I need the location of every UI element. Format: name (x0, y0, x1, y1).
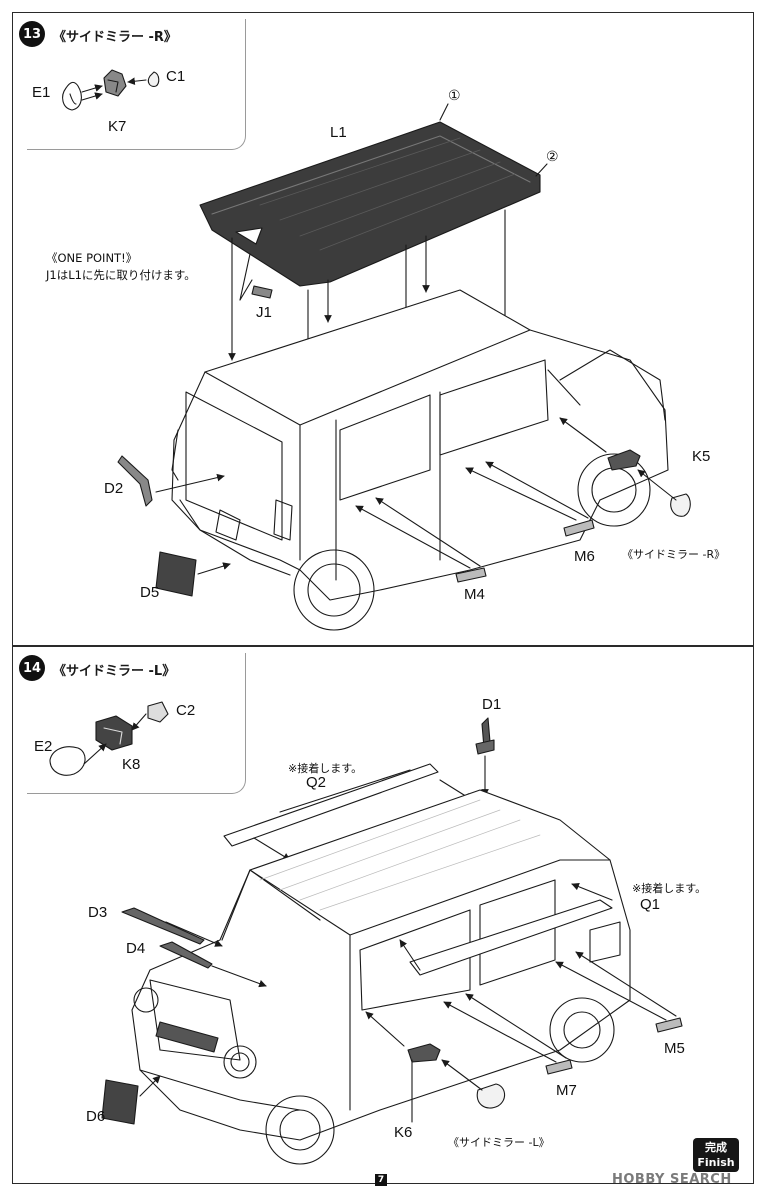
part-k5 (607, 449, 641, 471)
part-d6-plate (101, 1079, 139, 1125)
part-m6 (563, 519, 595, 537)
label-l1: L1 (330, 124, 347, 141)
part-q2-roof-rail (223, 763, 439, 847)
page-number: 7 (375, 1174, 387, 1186)
label-c2: C2 (176, 702, 196, 719)
label-c1: C1 (166, 68, 186, 85)
label-k8: K8 (122, 756, 141, 773)
watermark: HOBBY SEARCH (612, 1172, 732, 1187)
label-d3: D3 (88, 904, 108, 921)
label-e1: E1 (32, 84, 51, 101)
step-13-title: 《サイドミラー -R》 (53, 30, 177, 45)
finish-jp: 完成 (705, 1141, 727, 1154)
part-k6 (407, 1043, 441, 1063)
mirror-l-caption: 《サイドミラー -L》 (448, 1136, 550, 1149)
glue-note-q1: ※接着します。 (632, 882, 707, 895)
roof-part-l1 (199, 103, 548, 287)
label-d1: D1 (482, 696, 502, 713)
callout-1: ① (448, 87, 461, 103)
step-14-number: 14 (19, 655, 45, 681)
label-q1: Q1 (640, 896, 661, 913)
label-k7: K7 (108, 118, 127, 135)
finish-badge: 完成 Finish (693, 1138, 739, 1172)
label-d4: D4 (126, 940, 146, 957)
mirror-r-inset (27, 19, 246, 150)
part-m7 (545, 1059, 573, 1075)
label-m4: M4 (464, 586, 485, 603)
label-m5: M5 (664, 1040, 685, 1057)
mirror-l-part (476, 1083, 506, 1109)
mirror-r-caption: 《サイドミラー -R》 (622, 548, 726, 561)
glue-note-q2: ※接着します。 (288, 762, 363, 775)
label-k5: K5 (692, 448, 711, 465)
mirror-r-part (670, 493, 691, 517)
mirror-l-inset (27, 653, 246, 794)
one-point-title: 《ONE POINT!》 (46, 251, 138, 265)
part-q1-window-trim (409, 899, 613, 976)
label-k6: K6 (394, 1124, 413, 1141)
label-m7: M7 (556, 1082, 577, 1099)
one-point-text: J1はL1に先に取り付けます。 (46, 268, 196, 282)
callout-2: ② (546, 148, 559, 164)
label-d2: D2 (104, 480, 124, 497)
part-d4 (159, 941, 213, 969)
step-13-number: 13 (19, 21, 45, 47)
mirror-r-exploded (62, 69, 160, 111)
label-m6: M6 (574, 548, 595, 565)
step-14-title: 《サイドミラー -L》 (53, 664, 176, 679)
car-body-front-view (131, 789, 631, 1165)
mirror-l-exploded (49, 701, 169, 776)
label-d6: D6 (86, 1108, 106, 1125)
part-m4 (455, 567, 487, 583)
label-j1: J1 (256, 304, 272, 321)
part-j1 (251, 285, 273, 299)
label-q2: Q2 (306, 774, 327, 791)
part-d3 (121, 907, 205, 945)
finish-en: Finish (697, 1156, 735, 1169)
part-d2 (117, 455, 153, 507)
car-body-rear-view (171, 289, 669, 631)
part-m5 (655, 1017, 683, 1033)
label-d5: D5 (140, 584, 160, 601)
label-e2: E2 (34, 738, 53, 755)
part-d5-plate (155, 551, 197, 597)
